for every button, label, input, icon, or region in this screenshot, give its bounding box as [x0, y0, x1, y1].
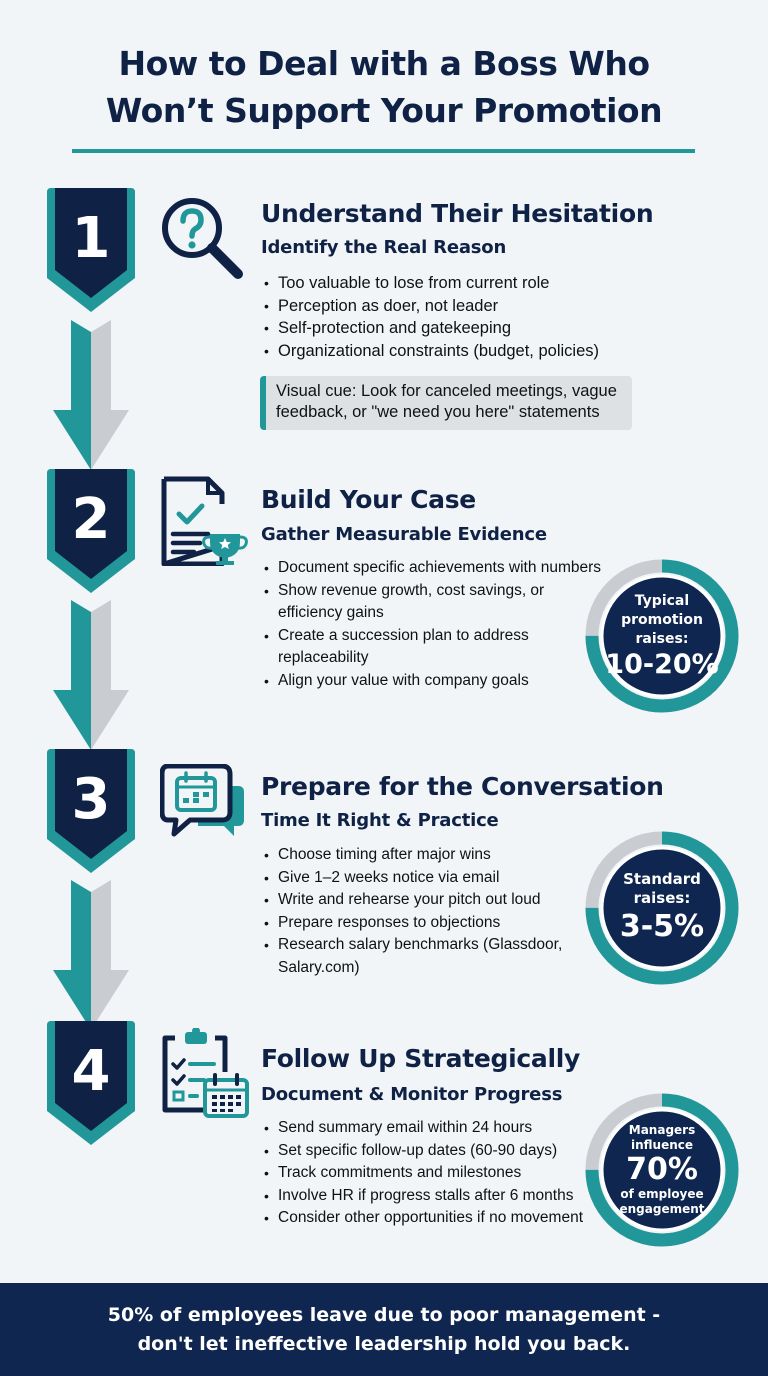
cue-line-2: feedback, or "we need you here" statemen…	[276, 403, 600, 421]
bullet-item: Self-protection and gatekeeping	[264, 317, 684, 340]
step-bullets: Send summary email within 24 hours Set s…	[264, 1117, 604, 1230]
step-bullets: Choose timing after major wins Give 1–2 …	[264, 844, 574, 979]
bullet-item: Perception as doer, not leader	[264, 295, 684, 318]
stat-value: 3-5%	[619, 909, 705, 944]
step-number: 3	[71, 767, 111, 832]
shield-badge-icon	[47, 469, 135, 593]
shield-badge-icon	[47, 749, 135, 873]
step-badge-4: 4	[43, 1021, 139, 1145]
step-title: Prepare for the Conversation	[261, 772, 664, 801]
bullet-item: Consider other opportunities if no movem…	[264, 1207, 604, 1230]
bullet-item: Prepare responses to objections	[264, 912, 574, 935]
down-arrow-icon	[53, 320, 129, 470]
down-arrow-icon	[53, 880, 129, 1030]
bullet-item: Too valuable to lose from current role	[264, 272, 684, 295]
step-title: Build Your Case	[261, 485, 476, 514]
bullet-item: Choose timing after major wins	[264, 844, 574, 867]
stat-label: of employee	[620, 1187, 704, 1201]
stat-label: Typical	[634, 592, 690, 609]
step-title: Follow Up Strategically	[261, 1044, 581, 1073]
bullet-item: Show revenue growth, cost savings, or ef…	[264, 580, 574, 625]
step-subtitle: Time It Right & Practice	[261, 810, 499, 831]
bullet-item: Write and rehearse your pitch out loud	[264, 889, 574, 912]
step-bullets: Document specific achievements with numb…	[264, 557, 601, 693]
visual-cue-callout: Visual cue: Look for canceled meetings, …	[260, 376, 632, 430]
progress-ring-icon	[585, 831, 739, 985]
magnifier-question-icon	[158, 194, 248, 284]
shield-badge-icon	[47, 188, 135, 312]
stat-label: engagement	[619, 1202, 705, 1216]
stat-ring-promotion-raises: Typical promotion raises: 10-20%	[584, 558, 740, 714]
stat-label: raises:	[635, 630, 689, 647]
stat-ring-standard-raises: Standard raises: 3-5%	[584, 830, 740, 986]
progress-ring-icon	[585, 1093, 739, 1247]
bullet-item: Give 1–2 weeks notice via email	[264, 867, 574, 890]
title-divider	[72, 149, 695, 153]
step-number: 4	[71, 1039, 111, 1104]
stat-value: 70%	[626, 1152, 698, 1187]
document-trophy-icon	[160, 476, 250, 567]
stat-label: Managers	[628, 1123, 696, 1137]
step-bullets: Too valuable to lose from current role P…	[264, 272, 684, 362]
step-subtitle: Document & Monitor Progress	[261, 1084, 563, 1105]
bullet-item: Set specific follow-up dates (60-90 days…	[264, 1140, 604, 1163]
step-subtitle: Gather Measurable Evidence	[261, 524, 547, 545]
bullet-item: Track commitments and milestones	[264, 1162, 604, 1185]
bullet-item: Organizational constraints (budget, poli…	[264, 340, 684, 363]
step-badge-3: 3	[43, 749, 139, 873]
stat-label: promotion	[621, 611, 703, 628]
cue-line-1: Visual cue: Look for canceled meetings, …	[276, 382, 617, 400]
checklist-calendar-icon	[161, 1027, 251, 1118]
title-line-2: Won’t Support Your Promotion	[105, 91, 663, 130]
chat-calendar-icon	[159, 763, 250, 854]
bullet-item: Send summary email within 24 hours	[264, 1117, 604, 1140]
title-line-1: How to Deal with a Boss Who	[118, 44, 650, 83]
shield-badge-icon	[47, 1021, 135, 1145]
step-title: Understand Their Hesitation	[261, 199, 654, 228]
stat-label: Standard	[623, 870, 701, 888]
bullet-item: Research salary benchmarks (Glassdoor, S…	[264, 934, 574, 979]
step-badge-2: 2	[43, 469, 139, 593]
stat-ring-manager-influence: Managers influence 70% of employee engag…	[584, 1092, 740, 1248]
footer-line-2: don't let ineffective leadership hold yo…	[137, 1332, 631, 1355]
stat-value: 10-20%	[605, 648, 719, 680]
footer-line-1: 50% of employees leave due to poor manag…	[107, 1303, 661, 1326]
stat-label: raises:	[633, 889, 691, 907]
down-arrow-icon	[53, 600, 129, 750]
stat-label: influence	[630, 1138, 694, 1152]
step-number: 2	[71, 487, 111, 552]
progress-ring-icon	[585, 559, 739, 713]
footer-banner: 50% of employees leave due to poor manag…	[0, 1283, 768, 1376]
bullet-item: Involve HR if progress stalls after 6 mo…	[264, 1185, 604, 1208]
page-title: How to Deal with a Boss Who Won’t Suppor…	[0, 40, 768, 134]
step-subtitle: Identify the Real Reason	[261, 237, 507, 258]
bullet-item: Create a succession plan to address repl…	[264, 625, 574, 670]
step-number: 1	[71, 206, 111, 271]
footer-message: 50% of employees leave due to poor manag…	[108, 1301, 660, 1359]
step-badge-1: 1	[43, 188, 139, 312]
bullet-item: Align your value with company goals	[264, 670, 574, 693]
bullet-item: Document specific achievements with numb…	[264, 557, 601, 580]
